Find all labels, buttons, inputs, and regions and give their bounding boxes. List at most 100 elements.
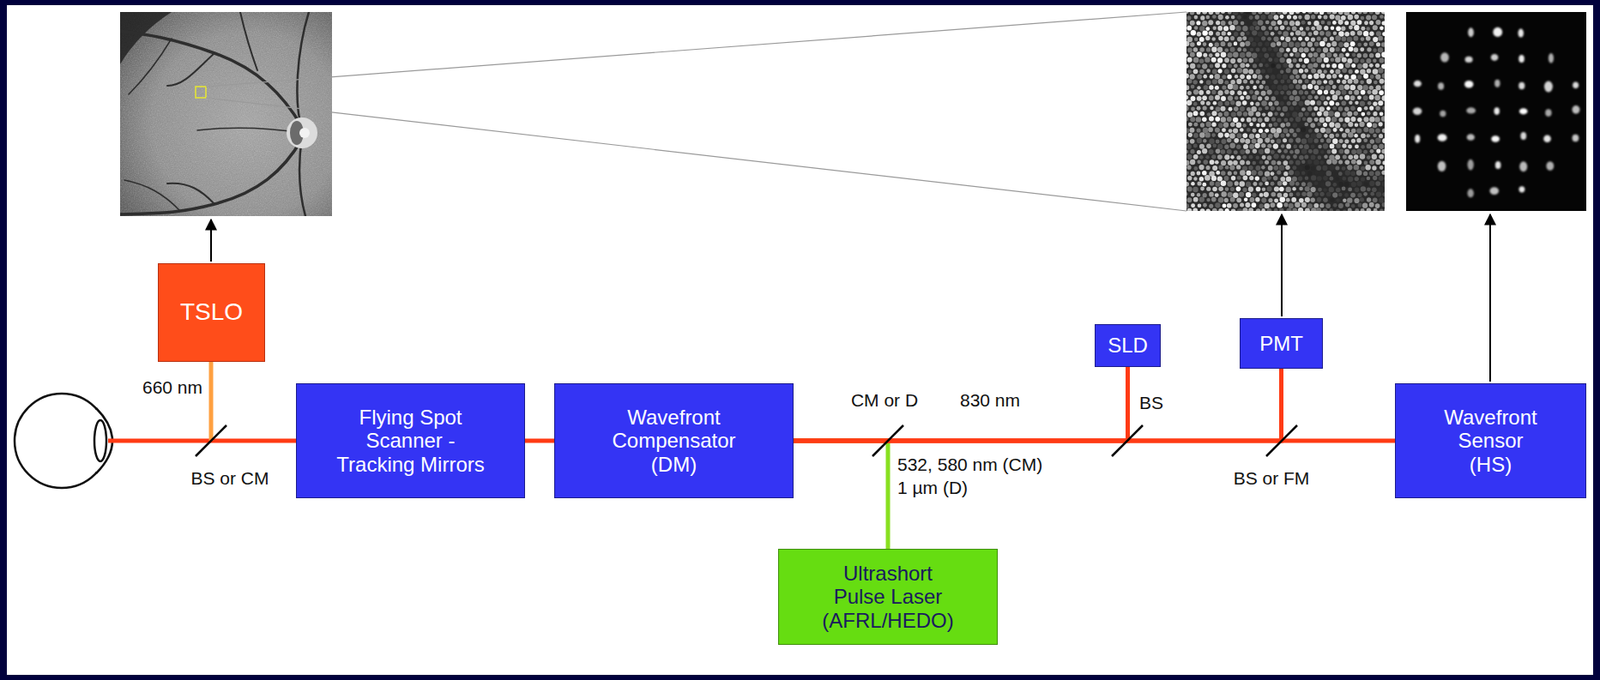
cone-dot (1351, 63, 1356, 68)
cone-dot (1275, 63, 1281, 69)
cone-dot (1348, 46, 1354, 52)
cone-dot (1207, 112, 1211, 116)
cone-dot (1312, 148, 1318, 154)
cone-dot (1259, 84, 1264, 90)
cone-dot (1363, 42, 1368, 47)
cone-dot (1310, 198, 1315, 203)
cone-dot (1208, 116, 1214, 122)
cone-dot (1255, 47, 1261, 52)
cone-dot (1189, 12, 1196, 15)
cone-dot (1335, 143, 1341, 149)
cone-dot (1193, 122, 1198, 127)
cone-dot (1206, 15, 1210, 19)
box-label: SLD (1107, 333, 1148, 358)
cone-dot (1338, 84, 1344, 91)
cone-dot (1379, 14, 1384, 19)
cone-dot (1347, 154, 1353, 160)
cone-dot (1382, 161, 1385, 166)
cone-dot (1334, 111, 1341, 117)
cone-dot (1196, 171, 1202, 176)
box-label: Wavefront Sensor (HS) (1439, 405, 1543, 477)
cone-dot (1328, 187, 1335, 193)
cone-dot (1239, 12, 1244, 14)
cone-dot (1264, 42, 1270, 48)
cone-dot (1365, 58, 1371, 64)
cone-dot (1276, 117, 1281, 122)
cone-dot (1366, 187, 1371, 193)
cone-dot (1245, 192, 1251, 198)
spot-dot (1548, 53, 1554, 64)
cone-dot (1308, 128, 1313, 133)
cone-dot (1371, 165, 1377, 170)
cone-dot (1276, 95, 1282, 101)
cone-dot (1376, 149, 1381, 154)
cone-dot (1277, 84, 1283, 91)
cone-dot (1227, 52, 1233, 58)
cone-dot (1300, 42, 1306, 48)
cone-dot (1298, 144, 1304, 150)
cone-dot (1267, 144, 1272, 149)
cone-dot (1292, 144, 1298, 150)
cone-dot (1228, 107, 1233, 112)
cone-dot (1201, 170, 1208, 176)
spot-dot (1519, 108, 1528, 115)
cone-dot (1362, 12, 1368, 14)
cone-dot (1344, 193, 1349, 198)
cone-dot (1211, 90, 1216, 95)
cone-dot (1357, 107, 1362, 112)
cone-dot (1328, 100, 1335, 106)
cone-dot (1230, 197, 1236, 203)
cone-dot (1200, 187, 1205, 192)
cone-dot (1341, 176, 1347, 182)
cone-dot (1217, 101, 1223, 107)
cone-dot (1302, 12, 1307, 14)
cone-dot (1236, 78, 1242, 85)
cone-dot (1229, 132, 1236, 139)
cone-dot (1277, 12, 1283, 15)
cone-dot (1320, 181, 1326, 188)
cone-dot (1273, 198, 1279, 203)
cone-dot (1342, 123, 1347, 128)
spot-dot (1491, 54, 1499, 61)
cone-dot (1375, 181, 1381, 187)
cone-dot (1348, 69, 1353, 74)
cone-dot (1261, 25, 1267, 31)
cone-dot (1239, 127, 1244, 133)
cone-dot (1367, 90, 1372, 95)
cone-dot (1363, 53, 1369, 59)
cone-dot (1376, 42, 1381, 47)
cone-dot (1313, 73, 1319, 79)
cone-dot (1325, 127, 1331, 133)
cone-dot (1340, 15, 1347, 21)
cone-dot (1193, 47, 1198, 52)
cone-dot (1342, 209, 1347, 212)
spot-dot (1412, 108, 1423, 115)
cone-dot (1279, 187, 1285, 193)
cone-dot (1375, 105, 1380, 110)
cone-dot (1258, 107, 1262, 111)
cone-dot (1345, 128, 1351, 134)
cone-dot (1329, 47, 1335, 53)
cone-dot (1231, 111, 1237, 117)
cone-dot (1255, 69, 1261, 75)
cone-dot (1202, 193, 1208, 198)
cone-dot (1334, 165, 1340, 170)
cone-dot (1300, 126, 1306, 133)
cone-dot (1237, 15, 1242, 20)
cone-dot (1382, 73, 1385, 79)
cone-dot (1363, 95, 1369, 101)
cone-dot (1314, 117, 1319, 122)
cone-dot (1246, 74, 1251, 79)
cone-dot (1330, 25, 1335, 31)
cone-dot (1267, 165, 1274, 171)
cone-dot (1282, 74, 1288, 80)
cone-dot (1372, 175, 1377, 181)
cone-dot (1292, 176, 1298, 182)
cone-dot (1335, 47, 1341, 52)
box-label: Ultrashort Pulse Laser (AFRL/HEDO) (819, 561, 957, 634)
cone-dot (1220, 96, 1226, 102)
cone-dot (1201, 63, 1208, 69)
cone-dot (1300, 30, 1306, 37)
cone-dot (1258, 128, 1263, 133)
cone-dot (1232, 84, 1239, 91)
